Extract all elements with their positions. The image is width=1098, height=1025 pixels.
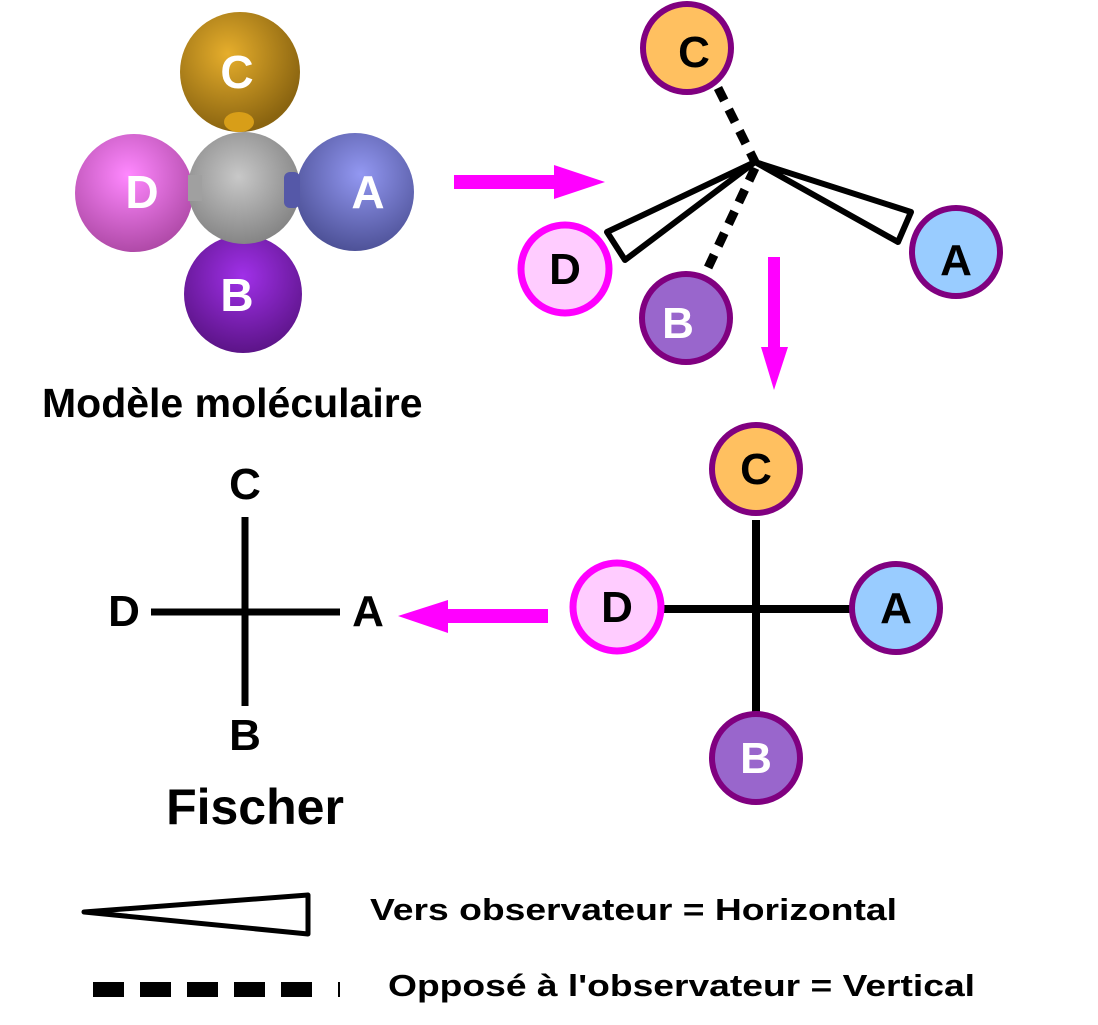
dashed-bond-c [713,85,760,165]
atom-b-label: B [662,299,694,348]
cross-view: C D A B [569,422,943,805]
atom-d-circle [569,559,665,655]
atom-b-circle [639,271,733,365]
molecular-model-title: Modèle moléculaire [42,380,423,426]
arrow-down [761,257,788,390]
arrow-left [398,600,548,633]
central-carbon-ball [188,132,300,244]
fischer-label-right: A [352,587,384,636]
arrow-right [454,165,605,199]
dashed-bond-b [701,166,760,274]
fischer-label-bottom: B [229,711,261,760]
fischer-label-top: C [229,460,261,509]
fischer-title: Fischer [166,779,344,835]
atom-a-circle [849,561,943,655]
legend-dash-text: Opposé à l'observateur = Vertical [388,968,975,1003]
atom-a-label: A [940,236,972,285]
atom-c-circle [709,422,803,516]
atom-b-circle [709,711,803,805]
bond-c [224,112,254,132]
atom-c-label: C [678,28,710,77]
legend-wedge-text: Vers observateur = Horizontal [370,892,897,927]
atom-c-circle [640,1,734,95]
atom-c-label: C [740,445,772,494]
atom-c-ball [180,12,300,132]
legend-dash-icon [93,982,340,997]
atom-a-circle [909,205,1003,299]
legend-wedge-icon [81,892,311,937]
atom-b-label: B [220,269,253,321]
bond-d [188,175,202,201]
atom-c-label: C [220,46,253,98]
atom-a-ball [296,133,414,251]
atom-d-label: D [601,583,633,632]
atom-d-label: D [549,245,581,294]
perspective-view: C D B A [517,1,1003,365]
atom-b-ball [184,235,302,353]
atom-d-circle [517,221,613,317]
atom-d-ball [75,134,193,252]
molecular-model: C D A B [75,12,414,353]
fischer-label-left: D [108,587,140,636]
legend: Vers observateur = Horizontal Opposé à l… [81,892,975,1003]
atom-a-label: A [351,166,384,218]
wedge-bond-d [604,159,758,263]
bond-a [284,172,300,208]
wedge-bond-a [752,159,914,245]
fischer-projection: C D A B [108,460,384,760]
atom-a-label: A [880,584,912,633]
atom-d-label: D [125,166,158,218]
atom-b-label: B [740,734,772,783]
